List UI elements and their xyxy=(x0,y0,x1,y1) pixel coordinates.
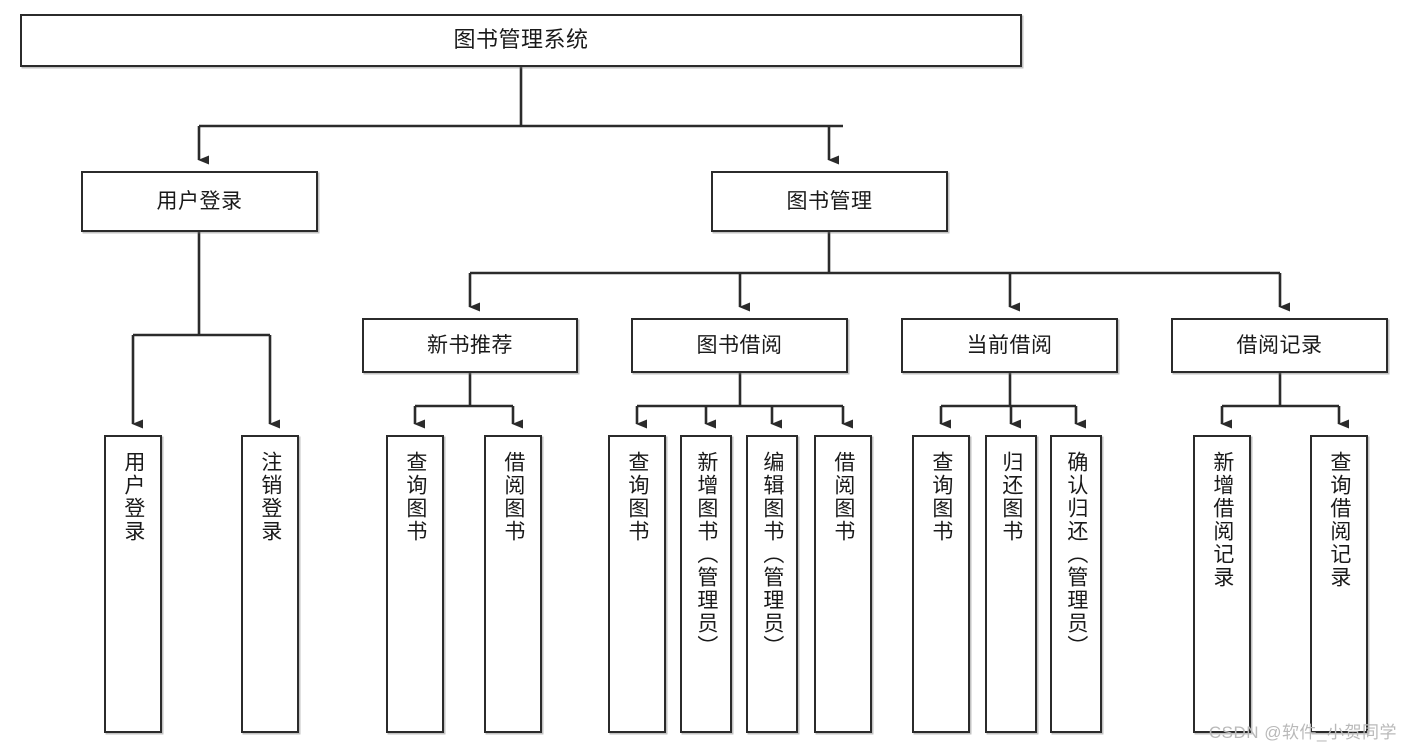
node-leaf-query-borrow-record[interactable]: 查询借阅记录 xyxy=(1310,435,1368,733)
node-leaf-logout[interactable]: 注销登录 xyxy=(241,435,299,733)
node-label: 新增借阅记录 xyxy=(1210,451,1234,589)
node-leaf-user-login[interactable]: 用户登录 xyxy=(104,435,162,733)
node-leaf-query-book-rec[interactable]: 查询图书 xyxy=(386,435,444,733)
node-new-book-recommend[interactable]: 新书推荐 xyxy=(362,318,578,373)
node-label: 借阅图书 xyxy=(831,451,855,543)
node-label: 查询借阅记录 xyxy=(1327,451,1351,589)
node-current-borrow[interactable]: 当前借阅 xyxy=(901,318,1118,373)
node-leaf-query-book-borrow[interactable]: 查询图书 xyxy=(608,435,666,733)
node-leaf-add-book-admin[interactable]: 新增图书（管理员） xyxy=(680,435,732,733)
node-label: 图书管理系统 xyxy=(453,27,589,53)
node-leaf-edit-book-admin[interactable]: 编辑图书（管理员） xyxy=(746,435,798,733)
node-label: 查询图书 xyxy=(403,451,427,543)
node-label: 注销登录 xyxy=(258,451,282,543)
node-book-manage[interactable]: 图书管理 xyxy=(711,171,948,232)
node-leaf-confirm-return-admin[interactable]: 确认归还（管理员） xyxy=(1050,435,1102,733)
node-label: 确认归还（管理员） xyxy=(1064,451,1088,658)
node-label: 新增图书（管理员） xyxy=(694,451,718,658)
node-label: 当前借阅 xyxy=(966,333,1053,357)
node-leaf-add-borrow-record[interactable]: 新增借阅记录 xyxy=(1193,435,1251,733)
node-leaf-return-book[interactable]: 归还图书 xyxy=(985,435,1037,733)
edge-root-to-level2 xyxy=(197,67,843,165)
node-user-login[interactable]: 用户登录 xyxy=(81,171,318,232)
node-leaf-query-book-current[interactable]: 查询图书 xyxy=(912,435,970,733)
node-label: 编辑图书（管理员） xyxy=(760,451,784,658)
node-leaf-borrow-book-rec[interactable]: 借阅图书 xyxy=(484,435,542,733)
node-label: 借阅记录 xyxy=(1236,333,1323,357)
node-label: 图书借阅 xyxy=(696,333,783,357)
node-label: 查询图书 xyxy=(625,451,649,543)
edge-newbook-to-leaves xyxy=(413,373,523,429)
edge-bookborrow-to-leaves xyxy=(635,373,853,429)
node-book-borrow[interactable]: 图书借阅 xyxy=(631,318,848,373)
node-label: 图书管理 xyxy=(786,189,873,213)
node-label: 查询图书 xyxy=(929,451,953,543)
node-label: 用户登录 xyxy=(156,189,243,213)
edge-borrowrecord-to-leaves xyxy=(1220,373,1349,429)
node-label: 归还图书 xyxy=(999,451,1023,543)
node-borrow-record[interactable]: 借阅记录 xyxy=(1171,318,1388,373)
node-label: 用户登录 xyxy=(121,451,145,543)
node-root-system[interactable]: 图书管理系统 xyxy=(20,14,1022,67)
node-label: 新书推荐 xyxy=(427,333,513,357)
node-leaf-borrow-book[interactable]: 借阅图书 xyxy=(814,435,872,733)
watermark: CSDN @软件_小贺同学 xyxy=(1208,723,1397,742)
edge-currentborrow-to-leaves xyxy=(939,373,1086,429)
edge-bookmanage-to-level3 xyxy=(468,232,1290,312)
edge-userlogin-to-leaves xyxy=(131,232,280,429)
node-label: 借阅图书 xyxy=(501,451,525,543)
